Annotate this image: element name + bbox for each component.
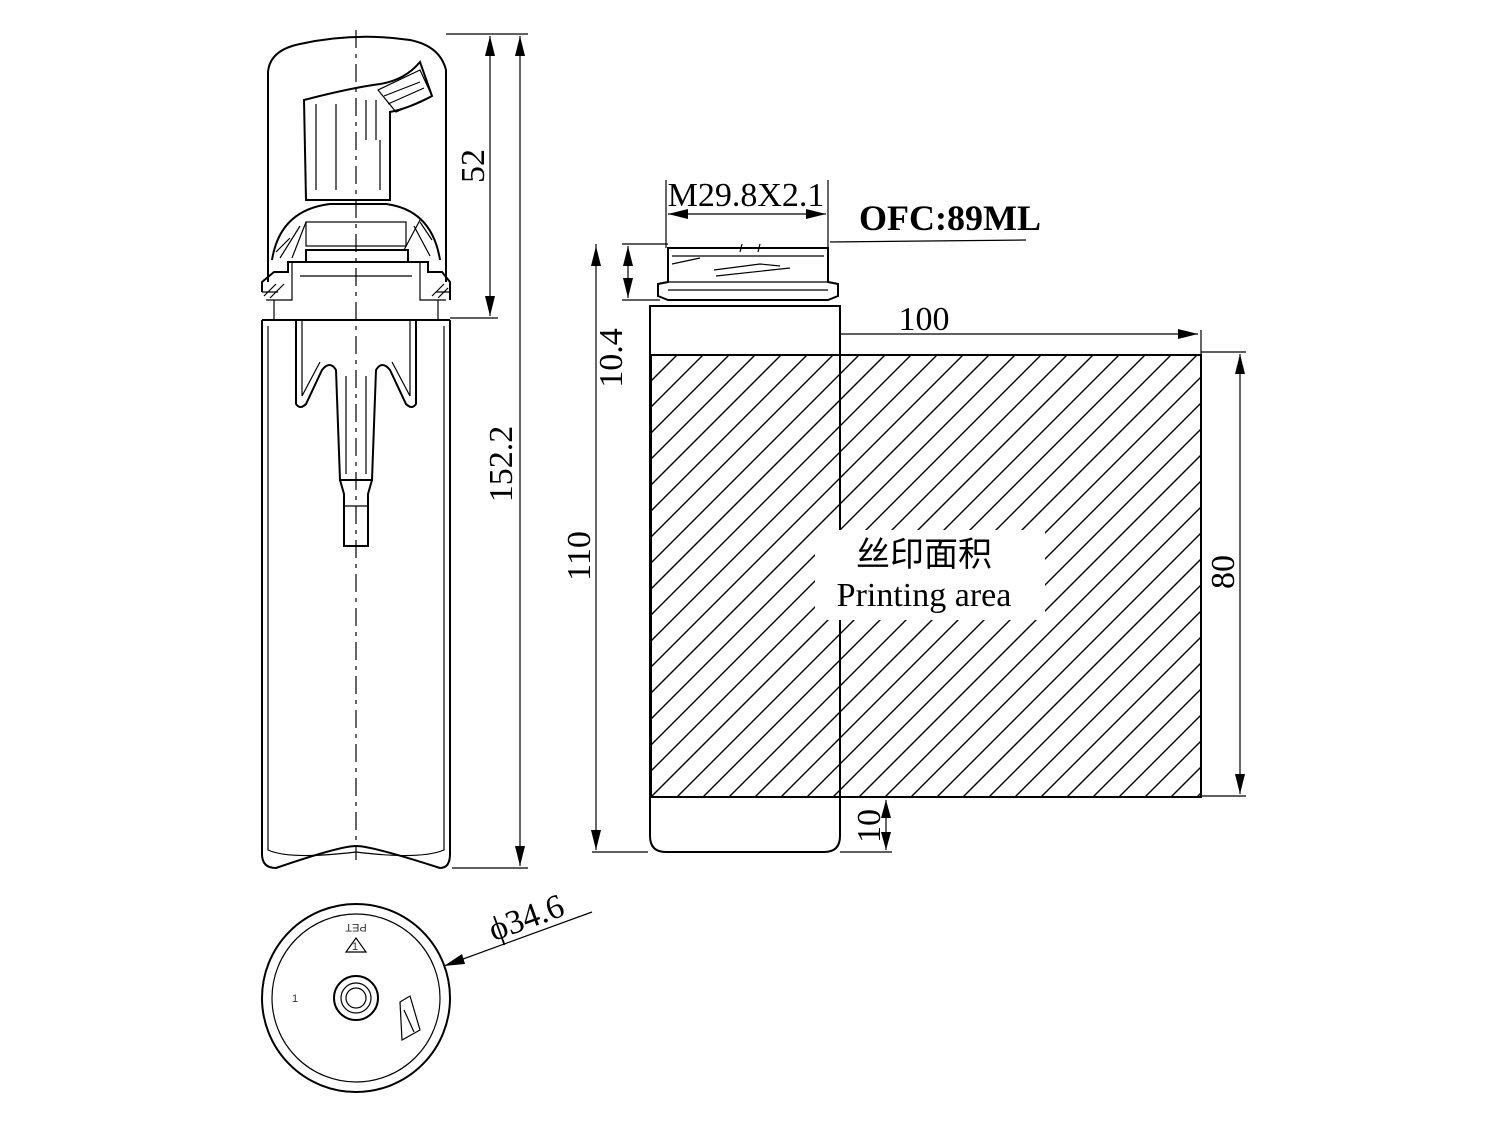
hatch-line <box>1223 355 1500 797</box>
bottom-outer-circle <box>261 903 451 1093</box>
bottom-inner-circle <box>271 913 441 1083</box>
bottle-front-view: 丝印面积 Printing area M29.8X2.1 OFC:89ML 10… <box>561 177 1500 853</box>
material-mark: PET <box>345 921 367 933</box>
hatch-line <box>884 480 1201 797</box>
hatch-line <box>962 558 1201 797</box>
bottle-body-inner <box>267 326 445 857</box>
hatch-line <box>651 355 1016 720</box>
hatch-line <box>651 355 938 642</box>
printing-area-english: Printing area <box>837 577 1012 614</box>
recycle-code: 1 <box>352 941 358 953</box>
hatch-line <box>1275 355 1500 797</box>
capacity-label: OFC:89ML <box>859 198 1041 238</box>
hatch-line <box>1483 355 1500 797</box>
pump-chamber-inner <box>301 320 411 474</box>
dim-label-152: 152.2 <box>483 426 520 503</box>
pump-nozzle <box>377 69 433 113</box>
neck-finish <box>657 247 839 301</box>
bottle-body <box>261 320 451 870</box>
hatch-line <box>910 506 1201 797</box>
hatch-line <box>1092 688 1201 797</box>
dim-label-10: 10 <box>851 809 888 843</box>
hatch-line <box>651 355 964 668</box>
hatch-line <box>1327 355 1500 797</box>
hatch-line <box>1118 714 1201 797</box>
gate-core <box>345 987 367 1009</box>
recycle-triangle-icon <box>344 936 368 953</box>
thread-lines <box>668 243 828 291</box>
hatch-line <box>1249 355 1500 797</box>
gate-inner <box>340 982 372 1014</box>
printing-area-label-bg <box>815 530 1045 620</box>
hatch-line <box>1040 636 1201 797</box>
printing-area-hatch <box>651 355 1500 797</box>
orientation-mark-line <box>403 1009 415 1033</box>
bottle-side-view: 52 152.2 <box>261 30 528 870</box>
dim-label-thread: M29.8X2.1 <box>668 177 825 214</box>
closure-hatch <box>263 283 449 299</box>
hatch-line <box>651 355 808 512</box>
hatch-line <box>1196 792 1201 797</box>
hatch-line <box>1379 355 1500 797</box>
hatch-line <box>651 355 704 408</box>
hatch-line <box>1457 355 1500 797</box>
hatch-line <box>1014 610 1201 797</box>
closure-detail <box>262 262 450 320</box>
hatch-line <box>651 355 730 434</box>
pump-collar <box>271 203 441 261</box>
gate-outer <box>333 975 379 1021</box>
hatch-line <box>1353 355 1500 797</box>
dim-label-52: 52 <box>455 149 492 183</box>
dim-label-diameter: ϕ34.6 <box>484 888 569 949</box>
hatch-line <box>1431 355 1500 797</box>
diameter-leader <box>443 911 593 967</box>
dim-label-10-4: 10.4 <box>593 328 630 388</box>
hatch-line <box>651 355 886 590</box>
dim-label-110: 110 <box>561 531 598 581</box>
dip-tube <box>339 479 373 547</box>
hatch-line <box>651 355 756 460</box>
mold-number: 1 <box>292 993 298 1005</box>
dim-label-100: 100 <box>899 301 950 338</box>
overcap-outline <box>267 35 447 282</box>
hatch-line <box>651 355 678 382</box>
hatch-line <box>1405 355 1500 797</box>
orientation-mark <box>399 995 421 1041</box>
hatch-line <box>651 355 834 538</box>
collar-hatch <box>275 219 433 259</box>
hatch-line <box>1066 662 1201 797</box>
bottle-body-front <box>649 305 841 853</box>
closure-shoulder <box>261 249 451 300</box>
dim-arrows <box>623 246 633 298</box>
collar-ring <box>305 221 407 247</box>
hatch-line <box>988 584 1201 797</box>
pump-chamber <box>295 320 417 481</box>
capacity-leader <box>829 239 1027 243</box>
hatch-line <box>651 355 990 694</box>
pump-head <box>302 60 434 201</box>
bottle-bottom-view: 1 PET 1 ϕ34.6 <box>261 888 593 1093</box>
dim-arrow <box>1178 329 1198 339</box>
dim-label-80: 80 <box>1205 555 1242 589</box>
hatch-line <box>1144 740 1201 797</box>
hatch-line <box>832 428 1201 797</box>
hatch-line <box>936 532 1201 797</box>
hatch-line <box>1301 355 1500 797</box>
printing-area-chinese: 丝印面积 <box>856 537 992 574</box>
dim-arrows <box>881 800 891 850</box>
hatch-line <box>651 355 912 616</box>
hatch-line <box>858 454 1201 797</box>
hatch-line <box>651 355 782 486</box>
hatch-line <box>651 355 860 564</box>
diameter-arrow <box>444 954 465 966</box>
printing-area-box <box>650 354 1202 798</box>
